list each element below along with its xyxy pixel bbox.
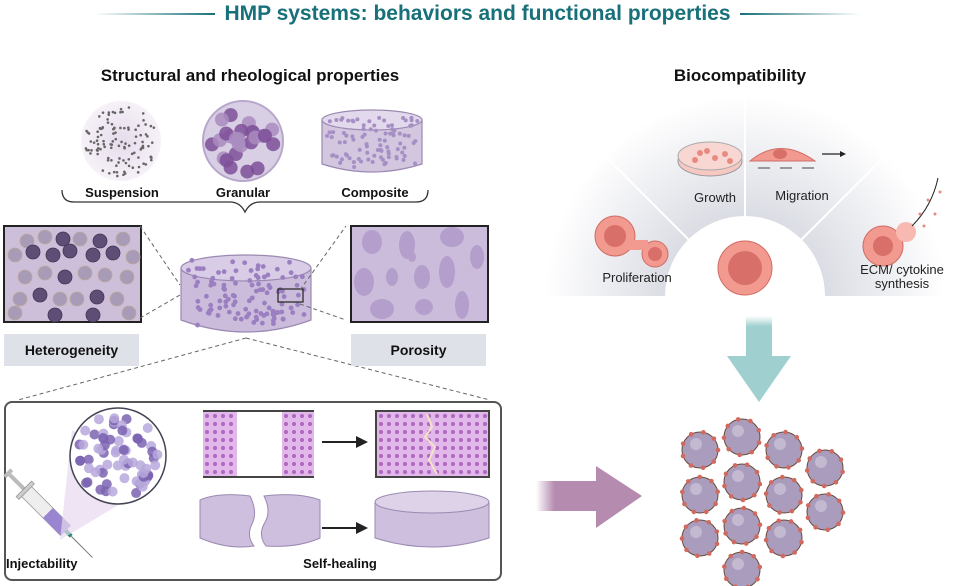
heterogeneity-label: Heterogeneity bbox=[4, 334, 139, 366]
heterogeneity-zoom-box bbox=[3, 225, 142, 323]
segment-label-proliferation: Proliferation bbox=[602, 270, 672, 285]
injectability-label: Injectability bbox=[6, 556, 78, 571]
suspension-illustration bbox=[81, 101, 161, 181]
curly-brace bbox=[61, 189, 429, 214]
cell-microgel-cluster bbox=[679, 417, 846, 586]
microgel-particle bbox=[804, 448, 845, 489]
segment-label-migration: Migration bbox=[775, 188, 829, 203]
microgel-particle bbox=[722, 462, 763, 503]
healed-hydrogel-illustration bbox=[374, 490, 490, 548]
injectable-microgel-zoom bbox=[69, 407, 167, 505]
segment-label-ecm-line2: synthesis bbox=[874, 276, 930, 291]
hmp-scaffold-illustration bbox=[180, 254, 312, 333]
heal-arrow-bottom bbox=[322, 522, 368, 534]
type-label-composite: Composite bbox=[341, 185, 409, 200]
microgel-particle bbox=[679, 474, 720, 515]
title-rule-right bbox=[740, 13, 860, 15]
microgel-particle bbox=[764, 429, 805, 470]
self-healing-label: Self-healing bbox=[303, 556, 377, 571]
structural-heading: Structural and rheological properties bbox=[100, 66, 400, 85]
broken-hydrogel-illustration bbox=[199, 494, 321, 548]
type-label-granular: Granular bbox=[215, 185, 271, 200]
composite-illustration bbox=[321, 109, 423, 173]
porosity-label: Porosity bbox=[351, 334, 486, 366]
microgel-particle bbox=[679, 518, 720, 559]
mesh-left bbox=[203, 412, 237, 476]
biocompatibility-heading: Biocompatibility bbox=[673, 66, 807, 85]
microgel-particle bbox=[680, 430, 721, 471]
type-label-suspension: Suspension bbox=[85, 185, 159, 200]
porosity-zoom-box bbox=[350, 225, 489, 323]
microgel-particle bbox=[721, 417, 762, 458]
microgel-particle bbox=[805, 492, 846, 533]
title-rule-left bbox=[95, 13, 215, 15]
segment-label-growth: Growth bbox=[694, 190, 736, 205]
granular-illustration bbox=[202, 100, 284, 182]
segment-label-ecm: ECM/ cytokine bbox=[860, 262, 944, 277]
microgel-particle bbox=[722, 549, 763, 586]
heal-arrow-top bbox=[322, 436, 368, 448]
microgel-particle bbox=[722, 505, 763, 546]
syringe-icon bbox=[3, 468, 93, 558]
teal-down-arrow bbox=[727, 316, 791, 402]
biocompatibility-fan bbox=[545, 96, 945, 297]
purple-right-arrow bbox=[536, 466, 642, 528]
damaged-mesh-zoom bbox=[203, 410, 314, 478]
healed-mesh-zoom bbox=[375, 410, 490, 478]
figure-title: HMP systems: behaviors and functional pr… bbox=[224, 2, 731, 25]
mesh-right bbox=[282, 412, 314, 476]
microgel-particle bbox=[763, 518, 804, 559]
microgel-particle bbox=[763, 474, 804, 515]
